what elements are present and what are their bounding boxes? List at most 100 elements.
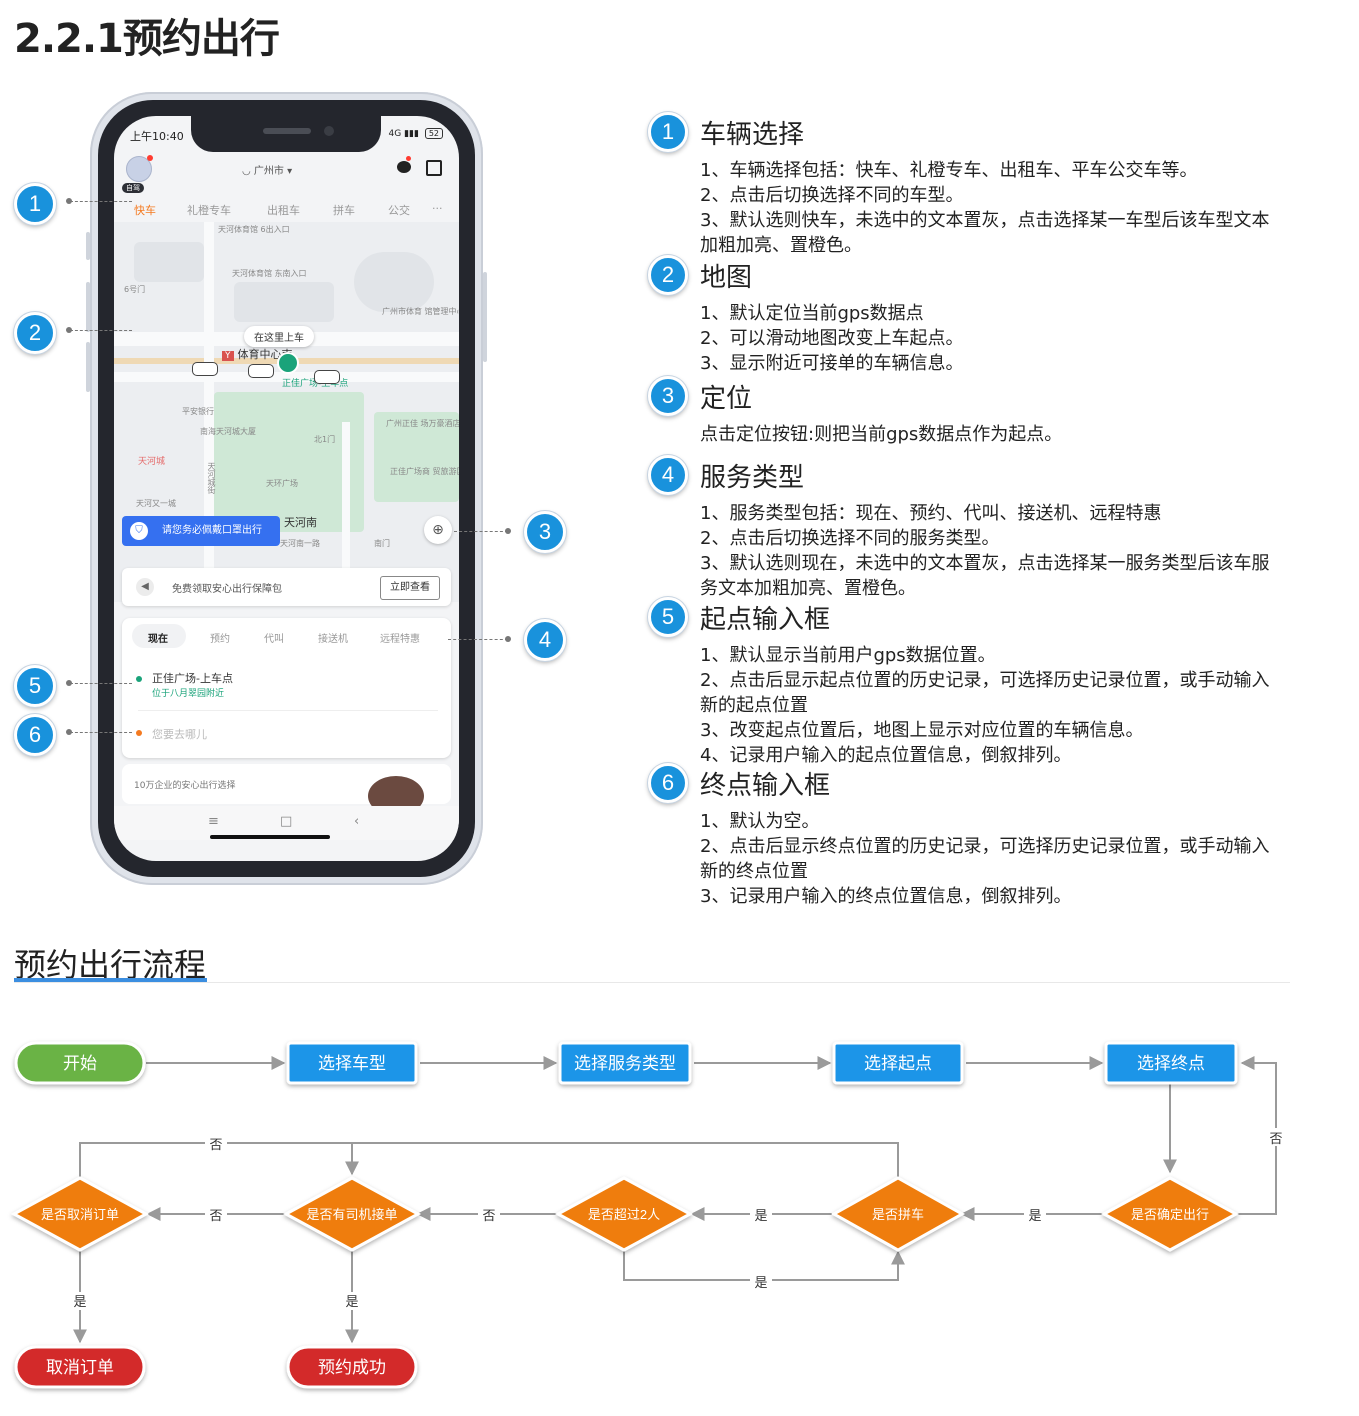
node-booking-success-label: 预约成功 <box>318 1358 386 1377</box>
safety-card[interactable]: ◀ 免费领取安心出行保障包 立即查看 <box>122 568 451 606</box>
label-cancel-no: 否 <box>209 1137 222 1152</box>
spec-line: 2、点击后显示终点位置的历史记录，可选择历史记录位置，或手动输入新的终点位置 <box>700 836 1270 882</box>
map-label: 南门 <box>374 539 390 548</box>
megaphone-icon: ◀ <box>136 578 154 596</box>
locate-button[interactable]: ⊕ <box>424 516 452 544</box>
node-select-start-label: 选择起点 <box>864 1054 932 1073</box>
node-select-service-label: 选择服务类型 <box>574 1054 676 1073</box>
end-dot-icon <box>136 730 142 736</box>
label-driver-no: 否 <box>209 1208 222 1223</box>
view-now-button[interactable]: 立即查看 <box>380 576 440 600</box>
spec-body: 1、服务类型包括：现在、预约、代叫、接送机、远程特惠 2、点击后切换选择不同的服… <box>700 501 1280 601</box>
map-pin-icon[interactable] <box>277 352 299 374</box>
divider <box>138 710 438 711</box>
flow-heading: 预约出行流程 <box>14 946 207 984</box>
tab-kuaiche[interactable]: 快车 <box>134 204 156 217</box>
home-icon[interactable]: □ <box>280 814 293 829</box>
car-icon <box>314 370 340 384</box>
map-view[interactable]: 天河体育馆 6出入口 天河体育馆 东南入口 6号门 广州市体育 馆管理中心 平安… <box>114 222 459 602</box>
spec-body: 点击定位按钮:则把当前gps数据点作为起点。 <box>700 422 1280 447</box>
flow-edges <box>73 1056 1277 1344</box>
back-icon[interactable]: ‹ <box>354 814 360 829</box>
scan-icon[interactable] <box>426 160 442 176</box>
callout-badge-6: 6 <box>14 714 56 756</box>
map-park <box>214 392 364 532</box>
city-selector[interactable]: ◡ 广州市 ▾ <box>242 162 292 177</box>
spec-body: 1、默认显示当前用户gps数据位置。 2、点击后显示起点位置的历史记录，可选择历… <box>700 643 1280 768</box>
tab-carpool[interactable]: 拼车 <box>333 204 355 217</box>
spec-badge: 2 <box>648 255 688 295</box>
callout-leader-dot <box>66 198 72 204</box>
tab-reserve[interactable]: 预约 <box>210 634 230 645</box>
tab-long-trip[interactable]: 远程特惠 <box>380 634 420 645</box>
spec-line: 4、记录用户输入的起点位置信息，倒叙排列。 <box>700 745 1072 766</box>
city-label: 广州市 <box>253 166 284 177</box>
menu-icon[interactable]: ≡ <box>208 814 219 829</box>
tab-airport[interactable]: 接送机 <box>318 634 348 645</box>
spec-line: 3、改变起点位置后，地图上显示对应位置的车辆信息。 <box>700 720 1144 741</box>
callout-leader <box>454 531 508 532</box>
spec-line: 1、默认定位当前gps数据点 <box>700 303 924 324</box>
node-booking-success: 预约成功 <box>286 1345 418 1389</box>
node-carpool-label: 是否拼车 <box>872 1207 924 1222</box>
car-icon <box>248 364 274 378</box>
label-confirm-yes: 是 <box>1028 1208 1041 1223</box>
tab-now[interactable]: 现在 <box>148 634 168 645</box>
flow-divider <box>14 982 1290 983</box>
map-label: 平安银行 <box>182 407 214 416</box>
spec-title: 车辆选择 <box>700 120 805 150</box>
flow-heading-underline <box>14 978 207 982</box>
tab-bus[interactable]: 公交 <box>388 204 410 217</box>
node-confirm-trip: 是否确定出行 <box>1100 1176 1240 1252</box>
destination-input[interactable]: 您要去哪儿 <box>152 728 207 741</box>
spec-line: 1、默认为空。 <box>700 811 820 832</box>
camera-icon <box>324 126 334 136</box>
spec-badge: 5 <box>648 597 688 637</box>
tab-call-for[interactable]: 代叫 <box>264 634 284 645</box>
spec-title: 起点输入框 <box>700 605 831 635</box>
label-over-two-no: 否 <box>482 1208 495 1223</box>
tab-taxi[interactable]: 出租车 <box>267 204 300 217</box>
spec-line: 1、车辆选择包括：快车、礼橙专车、出租车、平车公交车等。 <box>700 160 1198 181</box>
map-label: 南海天河城大厦 <box>200 427 256 436</box>
node-start: 开始 <box>14 1041 146 1085</box>
label-confirm-no: 否 <box>1269 1131 1282 1146</box>
promo-card[interactable]: 10万企业的安心出行选择 <box>122 764 451 816</box>
tab-licheng[interactable]: 礼橙专车 <box>187 204 231 217</box>
callout-leader-dot <box>66 327 72 333</box>
mask-banner[interactable]: ⛉ 请您务必佩戴口罩出行 <box>122 516 280 546</box>
status-time: 上午10:40 <box>130 130 184 143</box>
callout-badge-2: 2 <box>14 312 56 354</box>
message-icon[interactable] <box>397 161 411 173</box>
map-label: 天河南 <box>284 516 317 529</box>
node-confirm-trip-label: 是否确定出行 <box>1131 1207 1209 1222</box>
phone-bezel: 上午10:40 4G ▮▮▮ 52 自驾 ◡ 广州市 ▾ 快车 礼橙专车 出租车… <box>98 100 475 877</box>
spec-badge: 4 <box>648 455 688 495</box>
callout-leader-dot <box>66 680 72 686</box>
label-carpool-yes: 是 <box>754 1208 767 1223</box>
node-select-car-label: 选择车型 <box>318 1054 386 1073</box>
mask-banner-text: 请您务必佩戴口罩出行 <box>162 525 262 536</box>
shield-icon: ⛉ <box>130 522 148 540</box>
phone-mockup: 上午10:40 4G ▮▮▮ 52 自驾 ◡ 广州市 ▾ 快车 礼橙专车 出租车… <box>86 92 487 885</box>
phone-screen: 上午10:40 4G ▮▮▮ 52 自驾 ◡ 广州市 ▾ 快车 礼橙专车 出租车… <box>114 116 459 861</box>
callout-leader <box>70 683 132 684</box>
spec-line: 3、记录用户输入的终点位置信息，倒叙排列。 <box>700 886 1072 907</box>
spec-line: 3、默认选则快车，未选中的文本置灰，点击选择某一车型后该车型文本加粗加亮、置橙色… <box>700 210 1270 256</box>
map-block <box>354 252 434 312</box>
avatar[interactable] <box>126 155 153 182</box>
map-label: 天河体育馆 东南入口 <box>232 269 307 278</box>
spec-badge: 1 <box>648 112 688 152</box>
start-input[interactable]: 正佳广场-上车点 <box>152 672 233 685</box>
callout-leader <box>70 201 132 202</box>
node-select-car: 选择车型 <box>286 1041 418 1085</box>
tab-more[interactable]: ··· <box>432 202 443 215</box>
node-start-label: 开始 <box>63 1054 97 1073</box>
node-over-two: 是否超过2人 <box>554 1176 694 1252</box>
page-title: 2.2.1预约出行 <box>14 16 280 62</box>
crosshair-icon: ⊕ <box>432 522 444 538</box>
map-road <box>114 372 459 382</box>
spec-line: 点击定位按钮:则把当前gps数据点作为起点。 <box>700 424 1063 445</box>
node-select-start: 选择起点 <box>832 1041 964 1085</box>
metro-icon: Y <box>222 351 234 361</box>
